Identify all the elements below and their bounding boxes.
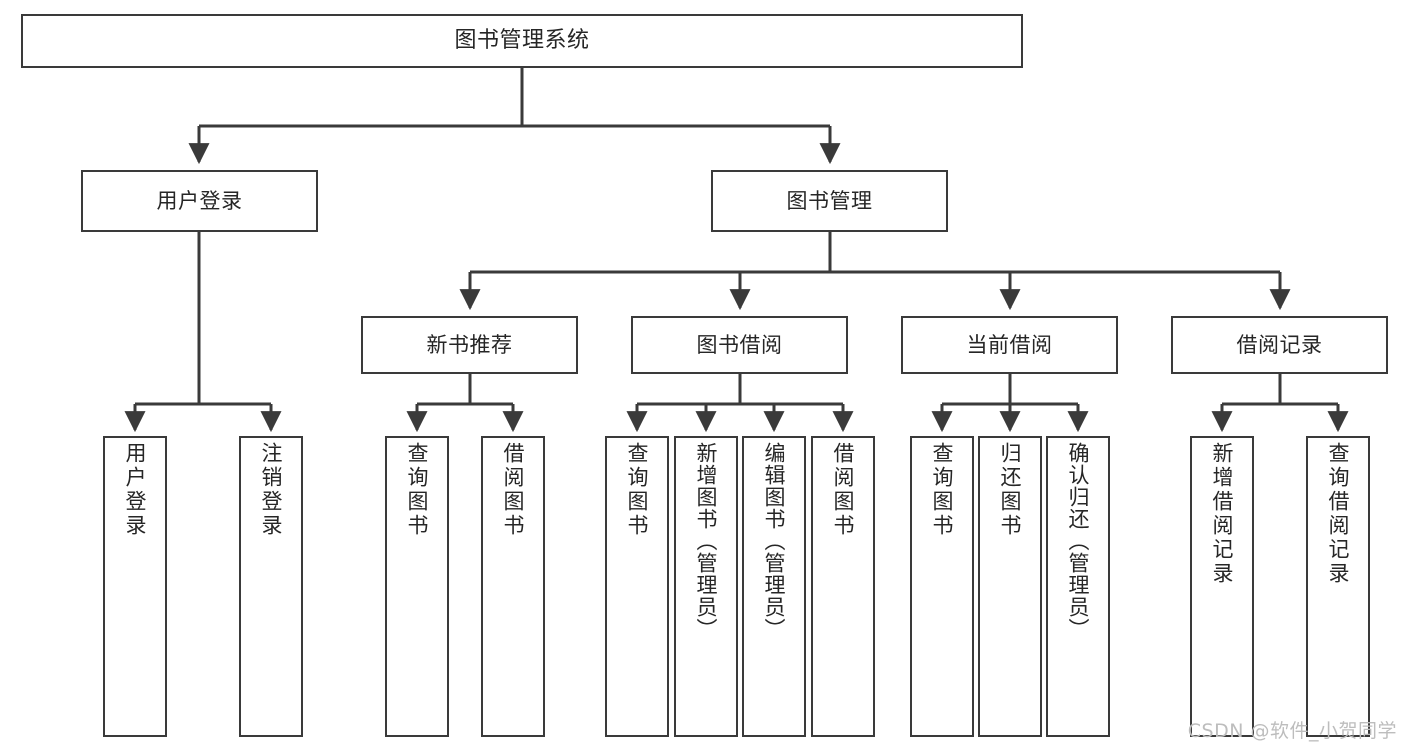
node-label: 新增图书（管理员） (694, 442, 719, 640)
leaf-user-login[interactable]: 用户登录 (103, 436, 167, 737)
node-label: 新增借阅记录 (1210, 442, 1235, 586)
node-label: 查询图书 (625, 442, 650, 538)
leaf-borrow-query-book[interactable]: 查询图书 (605, 436, 669, 737)
node-label: 用户登录 (123, 442, 148, 538)
leaf-newbook-borrow-book[interactable]: 借阅图书 (481, 436, 545, 737)
node-new-book-recommend[interactable]: 新书推荐 (361, 316, 578, 374)
node-current-borrow[interactable]: 当前借阅 (901, 316, 1118, 374)
leaf-newbook-query-book[interactable]: 查询图书 (385, 436, 449, 737)
leaf-borrow-edit-book-admin[interactable]: 编辑图书（管理员） (742, 436, 806, 737)
node-label: 图书管理 (786, 188, 873, 213)
leaf-borrow-add-book-admin[interactable]: 新增图书（管理员） (674, 436, 738, 737)
leaf-current-query-book[interactable]: 查询图书 (910, 436, 974, 737)
leaf-record-add-record[interactable]: 新增借阅记录 (1190, 436, 1254, 737)
node-borrow-record[interactable]: 借阅记录 (1171, 316, 1388, 374)
node-label: 查询借阅记录 (1326, 442, 1351, 586)
node-label: 新书推荐 (426, 332, 513, 357)
node-label: 编辑图书（管理员） (762, 442, 787, 640)
node-label: 归还图书 (998, 442, 1023, 538)
node-label: 用户登录 (156, 188, 243, 213)
node-label: 图书借阅 (696, 332, 783, 357)
node-book-borrow[interactable]: 图书借阅 (631, 316, 848, 374)
node-root-system[interactable]: 图书管理系统 (21, 14, 1023, 68)
node-label: 确认归还（管理员） (1066, 442, 1091, 640)
node-label: 当前借阅 (966, 332, 1053, 357)
node-label: 图书管理系统 (454, 28, 590, 54)
leaf-logout[interactable]: 注销登录 (239, 436, 303, 737)
leaf-current-return-book[interactable]: 归还图书 (978, 436, 1042, 737)
leaf-current-confirm-return-admin[interactable]: 确认归还（管理员） (1046, 436, 1110, 737)
node-user-login[interactable]: 用户登录 (81, 170, 318, 232)
node-label: 注销登录 (259, 442, 284, 538)
node-label: 借阅图书 (501, 442, 526, 538)
node-label: 借阅图书 (831, 442, 856, 538)
leaf-borrow-borrow-book[interactable]: 借阅图书 (811, 436, 875, 737)
node-label: 查询图书 (930, 442, 955, 538)
node-label: 查询图书 (405, 442, 430, 538)
leaf-record-query-record[interactable]: 查询借阅记录 (1306, 436, 1370, 737)
node-label: 借阅记录 (1236, 332, 1323, 357)
watermark-text: CSDN @软件_小贺同学 (1187, 720, 1397, 742)
node-book-management[interactable]: 图书管理 (711, 170, 948, 232)
